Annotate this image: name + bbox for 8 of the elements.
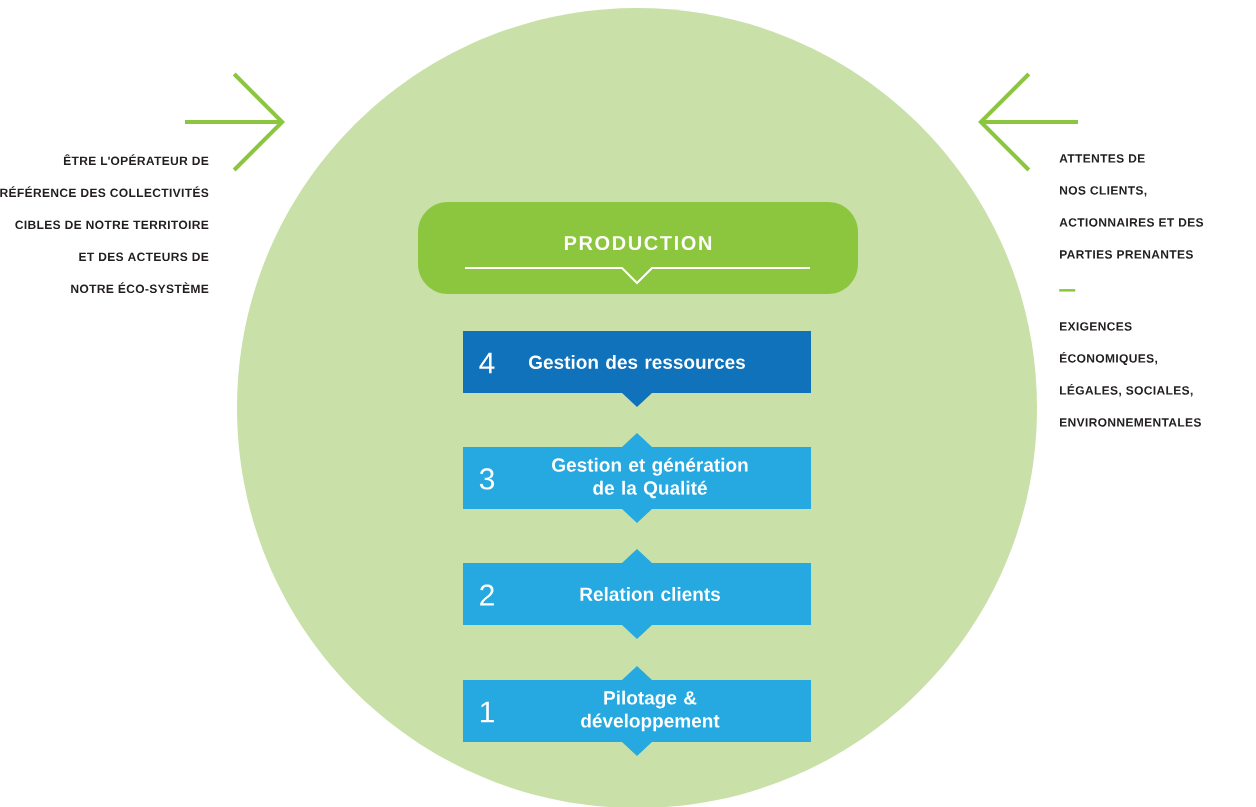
step-box: 2 Relation clients <box>463 549 811 639</box>
goal-text: ÊTRE L'OPÉRATEUR DE RÉFÉRENCE DES COLLECTIVITÉS CIBLES DE NOTRE TERRITOIRE ET DES ACTEURS DE NOTRE ÉCO-SYSTÈME <box>0 154 209 294</box>
production-banner: PRODUCTION <box>418 202 858 294</box>
step-box: 4 Gestion des ressources <box>463 331 811 407</box>
step-box: 1 Pilotage & développement <box>463 666 811 756</box>
requirements-text: EXIGENCES ÉCONOMIQUES, LÉGALES, SOCIALES, ENVIRONNEMENTALES <box>1060 322 1201 427</box>
requirements-text: ATTENTES DE NOS CLIENTS, ACTIONNAIRES ET DES PARTIES PRENANTES <box>1059 154 1204 259</box>
step-box: 3 Gestion et génération de la Qualité <box>463 433 811 523</box>
